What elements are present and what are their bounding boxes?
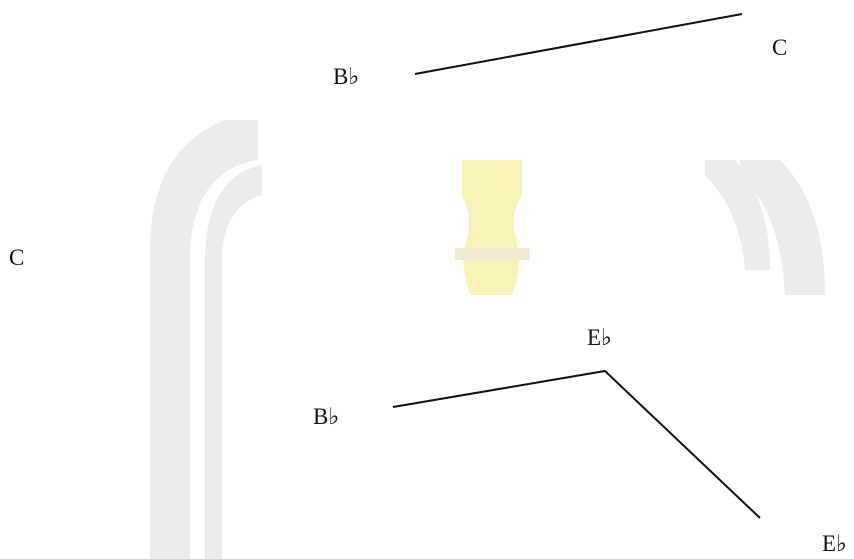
upper-figure-line bbox=[414, 13, 743, 75]
watermark-left-inner-arch bbox=[205, 165, 262, 559]
lower-start-note-label: B♭ bbox=[313, 404, 340, 429]
upper-end-note-label: C bbox=[772, 35, 788, 60]
section-label: C bbox=[9, 245, 25, 270]
upper-start-note-label: B♭ bbox=[333, 64, 360, 89]
watermark bbox=[150, 120, 825, 559]
watermark-left-arch bbox=[150, 120, 258, 559]
watermark-center-bar bbox=[455, 248, 530, 260]
watermark-center-emblem bbox=[462, 160, 522, 295]
lower-end-note-label: E♭ bbox=[822, 531, 847, 556]
lower-figure-line bbox=[392, 369, 761, 519]
lower-peak-note-label: E♭ bbox=[587, 325, 612, 350]
watermark-right-inner-arch bbox=[705, 160, 770, 270]
watermark-right-arch bbox=[740, 160, 825, 295]
